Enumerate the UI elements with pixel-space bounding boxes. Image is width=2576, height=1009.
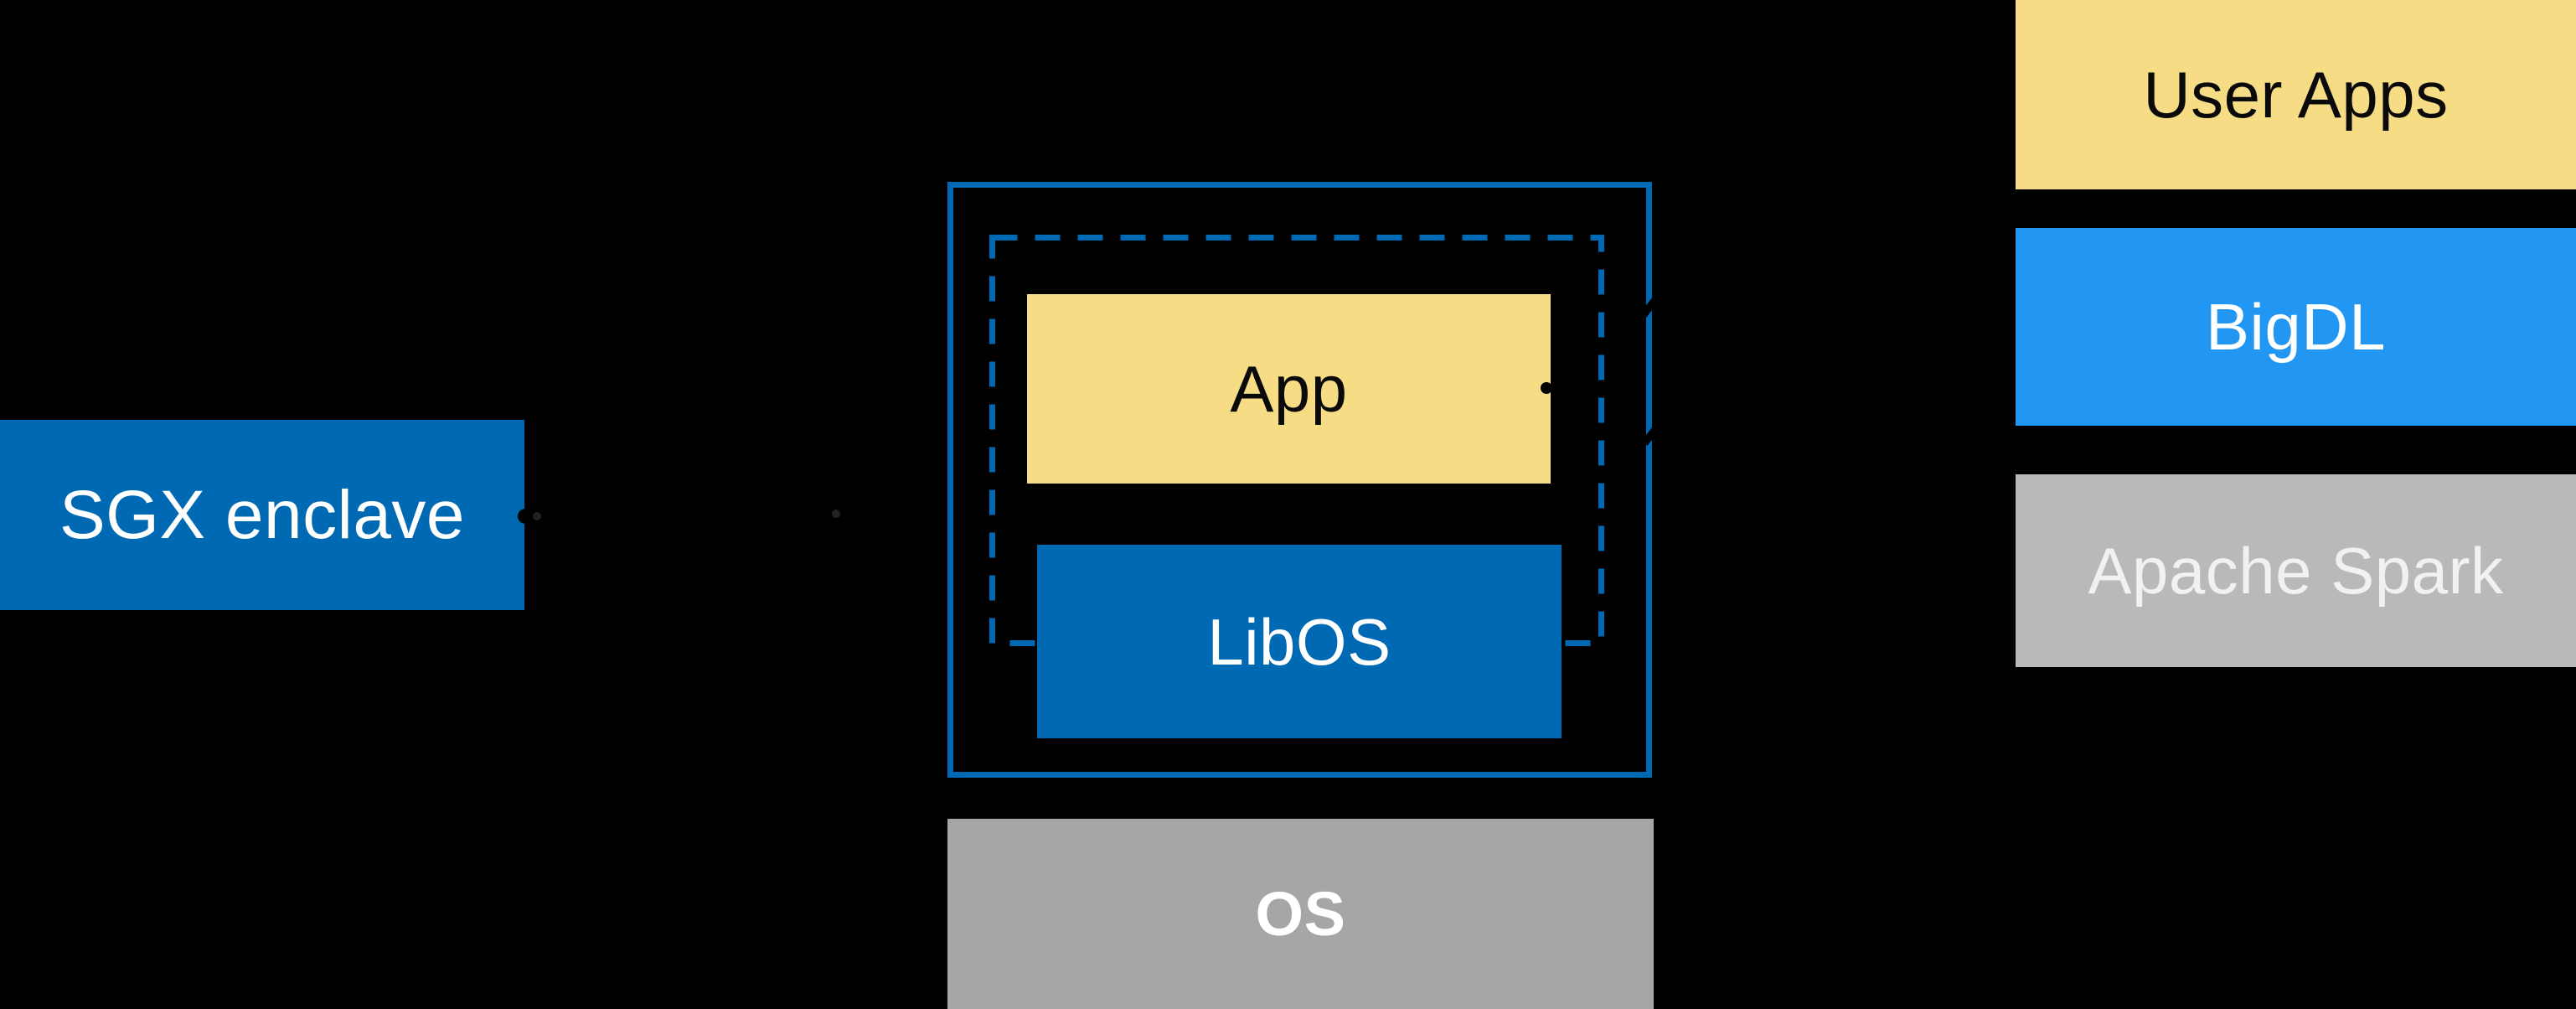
enclave-solid-outline [947,182,1652,778]
user-apps-label: User Apps [2143,58,2449,132]
os-label: OS [1255,878,1346,949]
sgx-enclave-box: SGX enclave [0,420,524,610]
libos-label: LibOS [1207,604,1391,679]
connector-faint-dot [832,510,840,518]
bigdl-box: BigDL [2016,228,2576,426]
sgx-enclave-label: SGX enclave [59,476,466,553]
enclave-dashed-outline [989,235,1604,646]
libos-box: LibOS [1037,545,1562,738]
connector-fragment-tick [1597,334,1616,355]
app-box: App [1027,294,1551,484]
apache-spark-box: Apache Spark [2016,474,2576,667]
app-arrowhead-dot [1541,382,1552,394]
app-label: App [1230,352,1348,426]
bigdl-label: BigDL [2206,290,2386,364]
connector-fragment-tick [1639,292,1663,318]
sgx-arrowhead-dot [518,509,533,524]
user-apps-box: User Apps [2016,0,2576,189]
os-box: OS [947,819,1654,1009]
connector-fragment-tick [1641,422,1662,446]
sgx-arrowhead-halo [533,512,541,520]
apache-spark-label: Apache Spark [2088,534,2504,608]
